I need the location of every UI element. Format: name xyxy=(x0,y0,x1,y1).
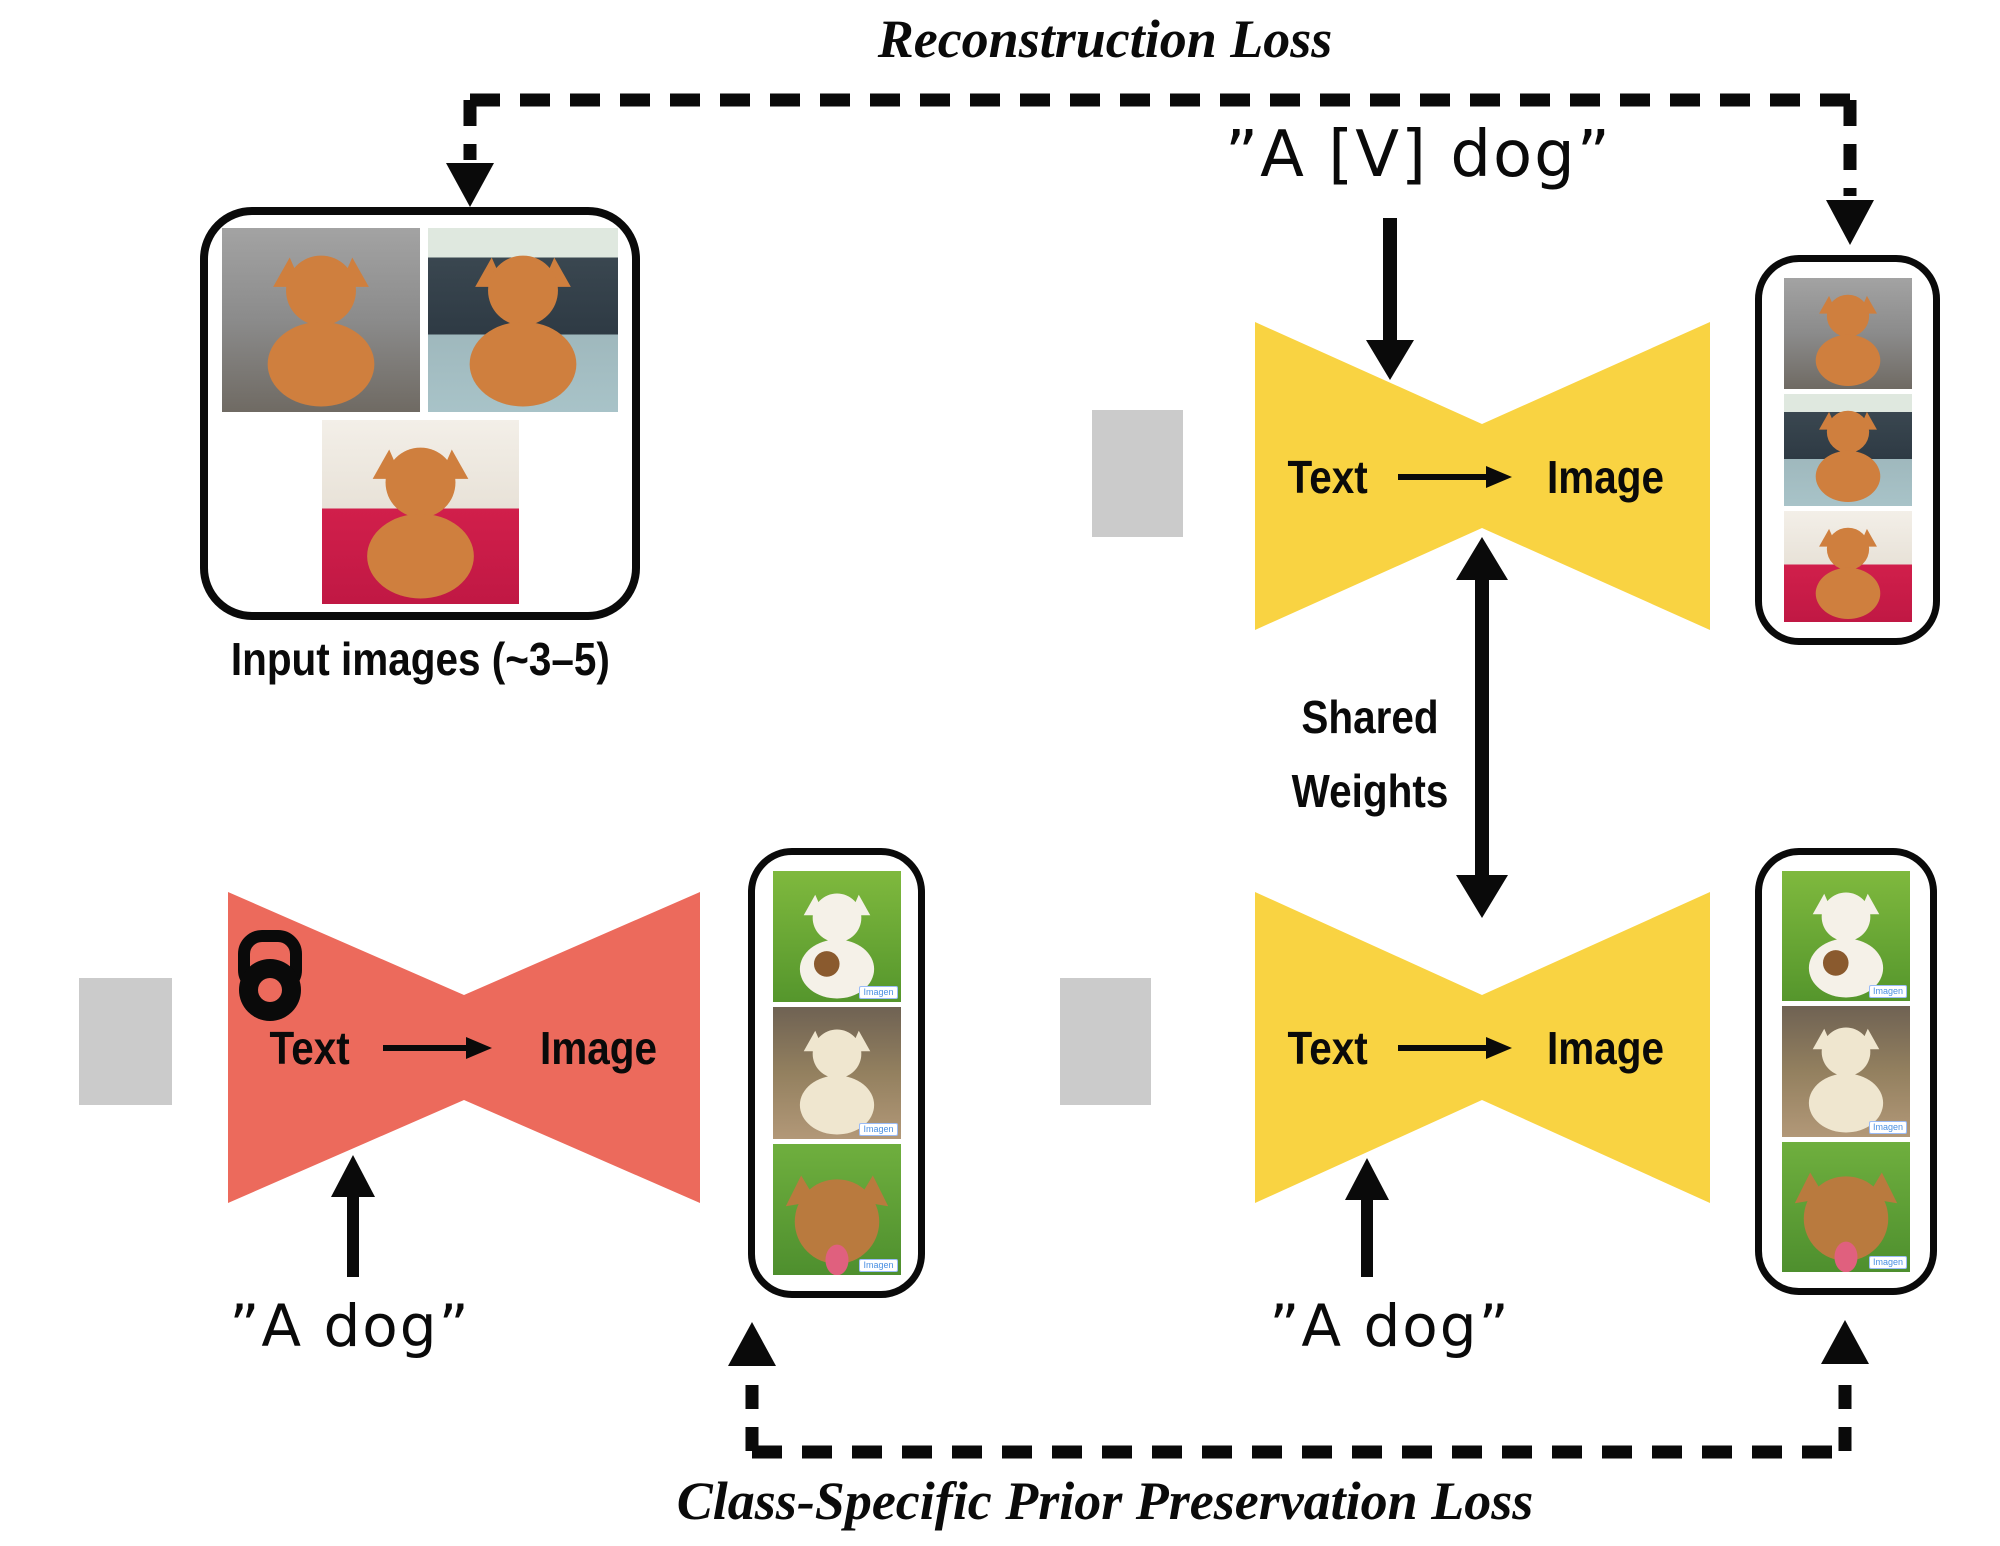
imagen-watermark: Imagen xyxy=(1868,985,1907,999)
photo-chow-blanket xyxy=(322,420,519,604)
class-prompt-left-text: ”A dog” xyxy=(229,1292,471,1360)
frozen-model-image-label: Image xyxy=(539,1022,657,1074)
reconstruction-loss-caption: Reconstruction Loss xyxy=(877,9,1333,69)
top-model-text-label: Text xyxy=(1287,451,1369,503)
noise-image-bottom-left xyxy=(79,978,172,1105)
photo-chow-car xyxy=(1783,394,1912,506)
subject-prompt-text: ”A [V] dog” xyxy=(1225,118,1612,192)
reconstruction-arrowhead-left xyxy=(446,163,494,207)
prior-preservation-loss-path xyxy=(745,1385,1852,1459)
lock-icon xyxy=(238,930,302,1021)
output-box-top-right xyxy=(1755,255,1940,645)
photo-terrier-grass: Imagen xyxy=(1782,871,1910,1002)
class-prompt-arrow-left xyxy=(331,1155,375,1277)
input-images-label-text: Input images (~3–5) xyxy=(230,633,610,685)
shared-weights-label: Shared Weights xyxy=(1291,691,1449,817)
input-images-box xyxy=(200,207,640,620)
photo-terrier-grass: Imagen xyxy=(772,871,901,1003)
bottom-model-image-label: Image xyxy=(1546,1022,1664,1074)
prior-arrowhead-left xyxy=(728,1322,776,1366)
text-to-image-arrow-bottom xyxy=(1398,1037,1512,1059)
photo-chow-blanket xyxy=(1783,510,1912,622)
photo-brown-closeup: Imagen xyxy=(1782,1141,1910,1272)
bottom-model-text-label: Text xyxy=(1287,1022,1369,1074)
photo-chow-car xyxy=(428,228,618,412)
imagen-watermark: Imagen xyxy=(1868,1255,1907,1269)
imagen-watermark: Imagen xyxy=(859,1258,898,1272)
imagen-watermark: Imagen xyxy=(859,1122,898,1136)
frozen-model-text-label: Text xyxy=(269,1022,351,1074)
input-images-label: Input images (~3–5) xyxy=(130,632,710,686)
noise-image-bottom-right xyxy=(1060,978,1151,1105)
prior-preservation-loss-caption: Class-Specific Prior Preservation Loss xyxy=(676,1471,1534,1531)
photo-lab-stone: Imagen xyxy=(772,1007,901,1139)
class-prompt-right-text: ”A dog” xyxy=(1269,1292,1511,1360)
photo-brown-closeup: Imagen xyxy=(772,1143,901,1275)
output-box-bottom-left: Imagen Imagen Imagen xyxy=(748,848,925,1298)
photo-chow-forest xyxy=(222,228,420,412)
noise-image-top xyxy=(1092,410,1183,537)
text-to-image-arrow-top xyxy=(1398,466,1512,488)
reconstruction-arrowhead-right xyxy=(1826,200,1874,245)
photo-lab-stone: Imagen xyxy=(1782,1006,1910,1137)
class-prompt-arrow-right xyxy=(1345,1158,1389,1277)
subject-prompt-arrow xyxy=(1366,218,1414,380)
top-model-image-label: Image xyxy=(1546,451,1664,503)
imagen-watermark: Imagen xyxy=(1868,1120,1907,1134)
imagen-watermark: Imagen xyxy=(859,986,898,1000)
prior-arrowhead-right xyxy=(1821,1320,1869,1364)
output-box-bottom-right: Imagen Imagen Imagen xyxy=(1755,848,1937,1295)
photo-chow-forest xyxy=(1783,278,1912,390)
shared-weights-arrow xyxy=(1456,537,1508,918)
text-to-image-arrow-frozen xyxy=(383,1037,492,1059)
reconstruction-loss-path xyxy=(463,93,1857,196)
